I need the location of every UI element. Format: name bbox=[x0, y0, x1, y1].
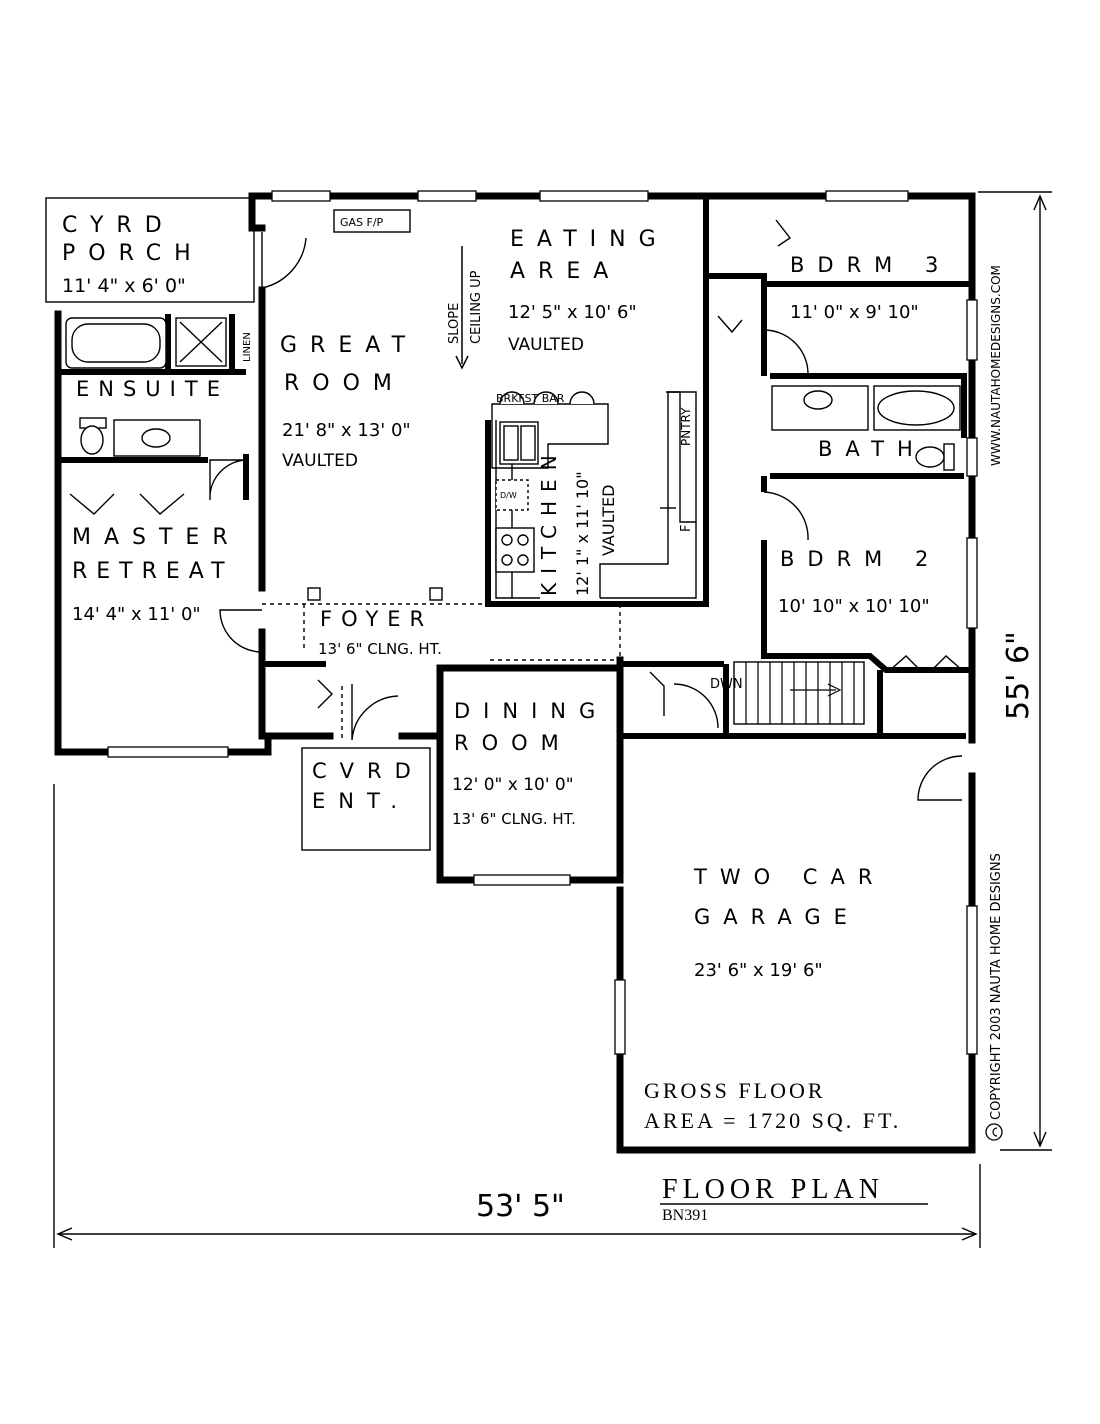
entry-label-1: CVRD bbox=[312, 759, 424, 783]
dining-dim: 12' 0" x 10' 0" bbox=[452, 775, 574, 795]
breakfast-bar-label: BRKFST BAR bbox=[496, 392, 565, 405]
width-dimension: 53' 5" bbox=[476, 1189, 565, 1224]
width-dimension-line bbox=[53, 784, 981, 1248]
porch-dim: 11' 4" x 6' 0" bbox=[62, 275, 186, 297]
fixtures bbox=[65, 209, 961, 601]
great-room-note: VAULTED bbox=[282, 451, 358, 471]
slope-arrow bbox=[455, 246, 469, 370]
gross-area-line-1: GROSS FLOOR bbox=[644, 1078, 826, 1103]
depth-dimension: 55' 6" bbox=[1001, 631, 1036, 720]
entry-label-2: ENT. bbox=[312, 789, 410, 813]
depth-dimension-line bbox=[978, 191, 1052, 1151]
great-room-dim: 21' 8" x 13' 0" bbox=[282, 420, 411, 441]
stair-treads bbox=[745, 662, 855, 724]
copyright-text: COPYRIGHT 2003 NAUTA HOME DESIGNS bbox=[989, 853, 1004, 1120]
website-text: WWW.NAUTAHOMEDESIGNS.COM bbox=[989, 265, 1003, 466]
porch-label-1: CYRD bbox=[62, 213, 175, 238]
fridge-label: F bbox=[679, 525, 694, 532]
dining-label-1: DINING bbox=[454, 699, 608, 723]
garage-label-2: GARAGE bbox=[694, 905, 860, 929]
doors bbox=[69, 219, 963, 801]
slope-label: SLOPE bbox=[447, 303, 462, 344]
master-label-1: MASTER bbox=[72, 525, 241, 550]
master-label-2: RETREAT bbox=[72, 559, 234, 584]
dining-label-2: ROOM bbox=[454, 731, 572, 755]
garage-dim: 23' 6" x 19' 6" bbox=[694, 960, 823, 981]
foyer-label: FOYER bbox=[320, 607, 433, 631]
ceiling-up-label: CEILING UP bbox=[469, 270, 484, 344]
kitchen-note: VAULTED bbox=[599, 485, 618, 557]
copyright-icon bbox=[985, 1123, 1003, 1141]
interior-walls bbox=[58, 196, 972, 739]
eating-area-note: VAULTED bbox=[508, 335, 584, 355]
eating-area-label-1: EATING bbox=[510, 227, 669, 252]
kitchen-dim: 12' 1" x 11' 10" bbox=[573, 471, 592, 596]
bdrm2-label: BDRM 2 bbox=[780, 547, 941, 571]
plan-title: FLOOR PLAN bbox=[662, 1174, 884, 1205]
ensuite-label: ENSUITE bbox=[76, 377, 229, 401]
eating-area-label-2: AREA bbox=[510, 259, 621, 284]
master-dim: 14' 4" x 11' 0" bbox=[72, 604, 201, 625]
pantry-label: PNTRY bbox=[679, 407, 693, 446]
linen-label: LINEN bbox=[242, 332, 253, 362]
room-labels: CYRD PORCH 11' 4" x 6' 0" GREAT ROOM 21'… bbox=[62, 213, 951, 981]
bdrm2-dim: 10' 10" x 10' 10" bbox=[778, 596, 930, 617]
dishwasher-label: D/W bbox=[500, 491, 517, 500]
eating-area-dim: 12' 5" x 10' 6" bbox=[508, 302, 637, 323]
windows bbox=[107, 190, 978, 1055]
foyer-note: 13' 6" CLNG. HT. bbox=[318, 640, 442, 658]
bdrm3-label: BDRM 3 bbox=[790, 253, 951, 277]
great-room-label-2: ROOM bbox=[284, 371, 405, 396]
bdrm3-dim: 11' 0" x 9' 10" bbox=[790, 302, 919, 323]
great-room-label-1: GREAT bbox=[280, 333, 418, 358]
porch-label-2: PORCH bbox=[62, 241, 204, 266]
dining-note: 13' 6" CLNG. HT. bbox=[452, 810, 576, 828]
plan-code: BN391 bbox=[662, 1207, 708, 1224]
bath-label: BATH bbox=[818, 437, 926, 461]
kitchen-label: KITCHEN bbox=[537, 446, 561, 596]
fixture-labels: GAS F/P SLOPE CEILING UP LINEN BRKFST BA… bbox=[242, 216, 743, 692]
stair-down-label: DWN bbox=[710, 677, 743, 692]
gas-fireplace-label: GAS F/P bbox=[340, 216, 384, 229]
gross-area-line-2: AREA = 1720 SQ. FT. bbox=[644, 1108, 901, 1133]
garage-label-1: TWO CAR bbox=[693, 865, 885, 889]
